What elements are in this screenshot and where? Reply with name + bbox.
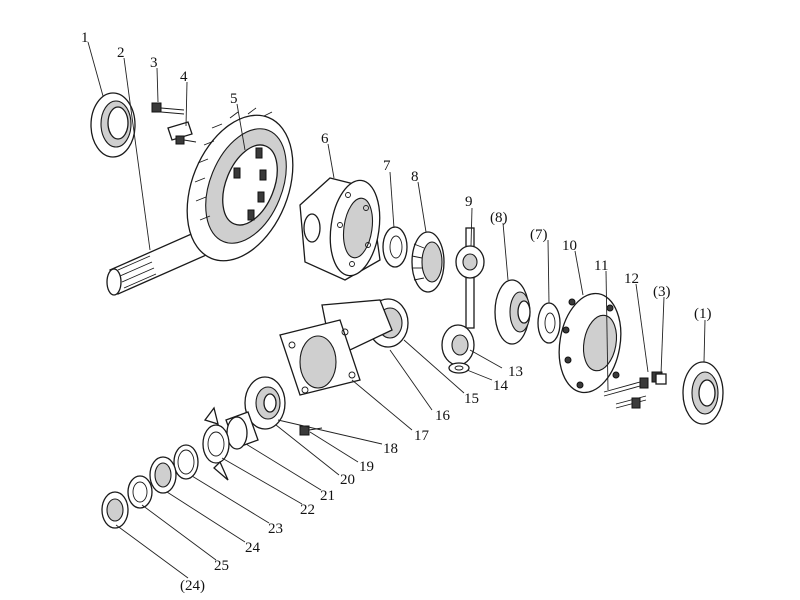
part-11-bolt <box>603 377 649 409</box>
label-9: 9 <box>465 194 473 210</box>
label-11: 11 <box>594 258 608 274</box>
part-1-oil-seal <box>90 92 136 158</box>
label-3p: (3) <box>653 284 671 300</box>
leader-lines <box>87 41 706 579</box>
part-24-ring-nut <box>149 456 177 494</box>
part-14-washer <box>448 362 470 374</box>
part-9-cross-pin <box>455 227 485 329</box>
part-7p-thrust-washer <box>537 302 561 344</box>
label-21: 21 <box>320 488 335 504</box>
label-1p: (1) <box>694 306 712 322</box>
label-17: 17 <box>414 428 430 444</box>
label-12: 12 <box>624 271 639 287</box>
label-18: 18 <box>383 441 398 457</box>
label-20: 20 <box>340 472 355 488</box>
part-7-thrust-washer <box>382 226 408 268</box>
part-17-carrier-housing <box>279 299 393 396</box>
part-22-tab-washer <box>202 406 230 481</box>
label-8p: (8) <box>490 210 508 226</box>
label-25: 25 <box>214 558 229 574</box>
label-3: 3 <box>150 55 158 71</box>
label-24: 24 <box>245 540 261 556</box>
part-8p-side-gear <box>494 279 531 345</box>
part-8-side-gear <box>411 231 445 293</box>
part-20-bearing <box>244 376 286 430</box>
label-24p: (24) <box>180 578 205 594</box>
label-19: 19 <box>359 459 374 475</box>
part-24p-ring-nut <box>101 491 129 529</box>
part-10-case-cover <box>558 292 622 394</box>
part-4-lock-plate <box>167 121 197 145</box>
label-7p: (7) <box>530 227 548 243</box>
part-6-differential-case <box>299 177 381 281</box>
part-13-planet-gear <box>441 324 475 366</box>
label-1: 1 <box>81 30 89 46</box>
part-3p-bolt <box>655 373 667 385</box>
label-7: 7 <box>383 158 391 174</box>
callout-labels: 1 2 3 4 5 6 7 8 9 (8) (7) 10 11 12 (3) (… <box>81 30 712 594</box>
label-2: 2 <box>117 45 125 61</box>
label-10: 10 <box>562 238 577 254</box>
part-5-crown-gear <box>186 107 294 262</box>
part-3-bolt <box>151 102 185 115</box>
label-23: 23 <box>268 521 283 537</box>
part-23-snap-ring <box>173 444 199 480</box>
label-13: 13 <box>508 364 523 380</box>
label-14: 14 <box>493 378 509 394</box>
label-15: 15 <box>464 391 479 407</box>
label-16: 16 <box>435 408 451 424</box>
label-22: 22 <box>300 502 315 518</box>
label-4: 4 <box>180 69 188 85</box>
part-21-spacer <box>225 411 259 450</box>
label-6: 6 <box>321 131 329 147</box>
label-5: 5 <box>230 91 238 107</box>
label-8: 8 <box>411 169 419 185</box>
part-1p-oil-seal <box>682 361 724 425</box>
part-25-lock-washer <box>127 475 153 509</box>
